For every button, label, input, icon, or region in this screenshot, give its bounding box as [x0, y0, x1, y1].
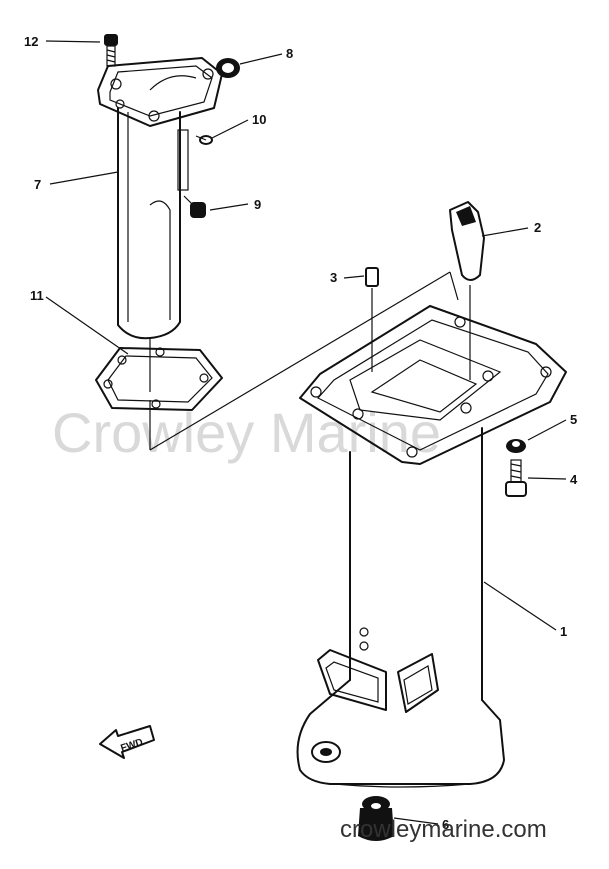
part-2-cover [449, 201, 485, 281]
part-7-exhaust-tube [97, 57, 223, 340]
part-3-dowel-pin [365, 267, 379, 287]
part-12-bolt [104, 34, 118, 67]
fwd-arrow-icon: FWD [99, 725, 155, 759]
assembly-lines [111, 34, 471, 451]
part-4-bolt [505, 459, 527, 497]
part-1-upper-casing [296, 305, 567, 788]
callout-12: 12 [24, 34, 38, 49]
watermark-text: Crowley Marine [52, 401, 441, 464]
callout-2: 2 [534, 220, 541, 235]
part-5-nut [506, 439, 526, 453]
fwd-label: FWD [119, 737, 144, 755]
callout-10: 10 [252, 112, 266, 127]
leader-lines [45, 40, 567, 825]
footer-url: crowleymarine.com [340, 816, 547, 843]
part-10-pin [195, 135, 213, 145]
callout-7: 7 [34, 177, 41, 192]
callout-1: 1 [560, 624, 567, 639]
part-8-grommet [216, 58, 240, 78]
callout-8: 8 [286, 46, 293, 61]
callout-5: 5 [570, 412, 577, 427]
part-9-plug [183, 195, 206, 218]
callout-11: 11 [30, 288, 44, 303]
callout-labels: 12 8 10 7 9 2 3 11 5 4 1 6 [24, 34, 578, 832]
callout-3: 3 [330, 270, 337, 285]
callout-6: 6 [442, 817, 449, 832]
part-6-rubber-mount [358, 796, 394, 841]
callout-4: 4 [570, 472, 578, 487]
callout-9: 9 [254, 197, 261, 212]
